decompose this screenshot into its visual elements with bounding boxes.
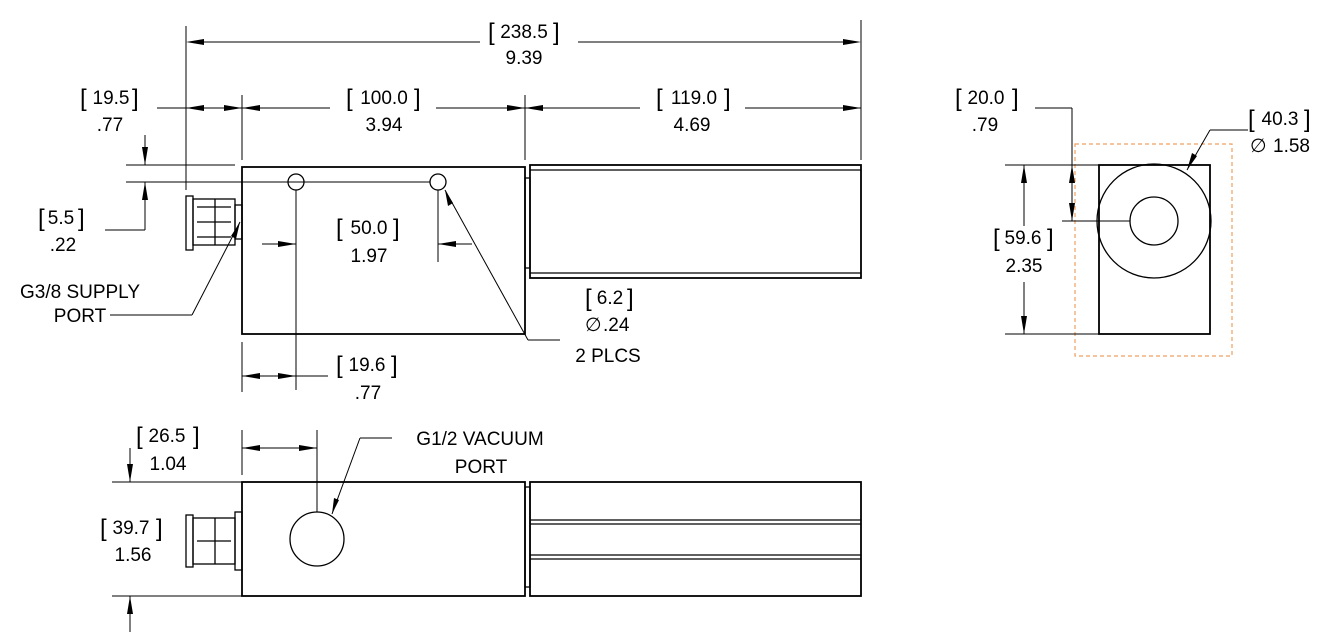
vac-offset-bracket-open: [ <box>136 423 143 450</box>
tube-length-in: 4.69 <box>674 115 711 136</box>
vacuum-port-label-1: G1/2 VACUUM <box>416 429 543 450</box>
silencer-tube <box>529 164 862 279</box>
hole-offset-left-mm: 19.6 <box>349 355 386 376</box>
left-bracket-open: [ <box>336 352 343 379</box>
hole-diameter-symbol: ∅ <box>585 315 602 336</box>
body-bracket-open: [ <box>346 85 353 112</box>
body-bracket-close: ] <box>414 85 421 112</box>
overall-length-mm: 238.5 <box>500 22 548 43</box>
overall-bracket-close: ] <box>553 19 560 46</box>
vacuum-port-circle <box>289 511 345 567</box>
supply-fitting-bottom <box>185 511 243 571</box>
hole-diameter-in: .24 <box>603 315 630 336</box>
top-view <box>105 20 862 392</box>
valve-body-bottom <box>241 481 526 597</box>
end-height-bracket-open: [ <box>993 225 1000 252</box>
end-view <box>1005 107 1248 357</box>
fitting-length-mm: 19.5 <box>93 88 130 109</box>
vacuum-port-label-2: PORT <box>455 457 508 478</box>
end-diameter-mm: 40.3 <box>1262 109 1299 130</box>
end-offset-bracket-close: ] <box>1012 85 1019 112</box>
hole-spacing-in: 1.97 <box>351 246 388 267</box>
bottom-view <box>112 430 862 632</box>
hole-top-bracket-open: [ <box>38 205 45 232</box>
silencer-tube-bottom <box>529 481 862 597</box>
supply-port-label-2: PORT <box>54 306 107 327</box>
vacuum-offset-in: 1.04 <box>150 454 187 475</box>
overall-bracket-open: [ <box>488 19 495 46</box>
hole-qty: 2 PLCS <box>575 346 640 367</box>
body-length-in: 3.94 <box>366 115 403 136</box>
end-height-bracket-close: ] <box>1047 225 1054 252</box>
hole-diameter-mm: 6.2 <box>597 288 623 309</box>
end-diameter-in: 1.58 <box>1273 136 1310 157</box>
end-height-in: 2.35 <box>1006 256 1043 277</box>
vacuum-offset-mm: 26.5 <box>149 426 186 447</box>
overall-length-in: 9.39 <box>506 48 543 69</box>
fitting-bracket-close: ] <box>132 85 139 112</box>
tube-inner-circle <box>1129 196 1179 246</box>
selection-box <box>1074 143 1233 357</box>
hole-offset-left-in: .77 <box>355 383 381 404</box>
bottom-height-bracket-open: [ <box>100 515 107 542</box>
end-height-mm: 59.6 <box>1005 228 1042 249</box>
dia-bracket-close: ] <box>627 285 634 312</box>
left-bracket-close: ] <box>391 352 398 379</box>
tube-length-mm: 119.0 <box>671 88 717 109</box>
hole-top-bracket-close: ] <box>78 205 85 232</box>
end-diameter-symbol: ∅ <box>1250 136 1267 157</box>
body-length-mm: 100.0 <box>360 88 408 109</box>
hole-offset-top-in: .22 <box>50 235 76 256</box>
spacing-bracket-close: ] <box>393 215 400 242</box>
mounting-hole-2 <box>429 173 447 191</box>
end-dia-bracket-open: [ <box>1248 106 1255 133</box>
end-offset-in: .79 <box>972 115 998 136</box>
tube-bracket-open: [ <box>656 85 663 112</box>
tube-bracket-close: ] <box>724 85 731 112</box>
end-body <box>1098 164 1211 335</box>
bottom-height-in: 1.56 <box>115 545 152 566</box>
end-dia-bracket-close: ] <box>1304 106 1311 133</box>
end-offset-bracket-open: [ <box>955 85 962 112</box>
end-offset-mm: 20.0 <box>968 88 1005 109</box>
supply-fitting <box>185 195 243 251</box>
dia-bracket-open: [ <box>585 285 592 312</box>
spacing-bracket-open: [ <box>336 215 343 242</box>
hole-offset-top-mm: 5.5 <box>48 208 74 229</box>
vac-offset-bracket-close: ] <box>193 423 200 450</box>
hole-spacing-mm: 50.0 <box>351 218 388 239</box>
supply-port-label-1: G3/8 SUPPLY <box>20 282 140 303</box>
fitting-length-in: .77 <box>97 115 123 136</box>
fitting-bracket-open: [ <box>80 85 87 112</box>
bottom-height-mm: 39.7 <box>113 518 150 539</box>
bottom-height-bracket-close: ] <box>156 515 163 542</box>
